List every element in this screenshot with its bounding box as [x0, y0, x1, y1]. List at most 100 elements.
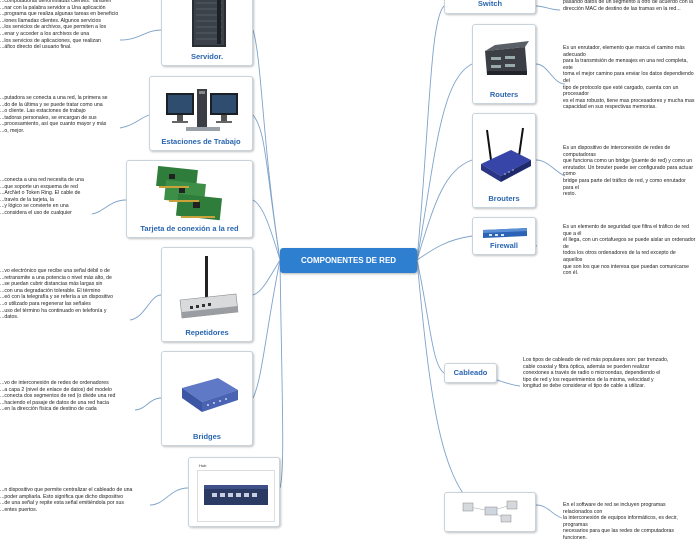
description-line: ...a capa 2 (nivel de enlace de datos) d…: [0, 386, 112, 393]
bridge-device-image: [176, 372, 242, 416]
branch-estaciones: [252, 114, 281, 261]
description-line: ...y lógico se convierte en una: [0, 203, 69, 210]
cableado-label: Cableado: [453, 368, 488, 377]
description-line: ...considera el uso de cualquier: [0, 209, 72, 216]
description-line: toma el mejor camino para enviar los dat…: [563, 71, 694, 84]
description-line: ...procesamiento, así que cuanto mayor y…: [0, 121, 107, 128]
description-line: él llega, con un cortafuegos se puede ai…: [563, 237, 696, 250]
switch-description: pasando datos de un segmento a otro de a…: [563, 0, 696, 12]
description-line: es el mas robusto, tiene mas procesadore…: [563, 97, 695, 104]
brouter-image: [477, 126, 533, 186]
branch-tarjeta: [252, 199, 281, 261]
description-line: ...enar y acceder a los archivos de una: [0, 30, 90, 37]
description-line: ...conecta a una red necesita de una: [0, 177, 84, 183]
description-line: ...datos.: [0, 314, 19, 321]
firewall-label: Firewall: [490, 241, 518, 250]
cableado-description: Los tipos de cableado de red más popular…: [523, 357, 696, 390]
description-line: pasando datos de un segmento a otro de a…: [563, 0, 694, 5]
brouters-label: Brouters: [488, 194, 520, 203]
servidor-card[interactable]: Servidor.: [161, 0, 253, 66]
branch-routers: [416, 63, 473, 261]
repetidores-label: Repetidores: [185, 328, 229, 337]
description-line: ...putadora se conecta a una red, la pri…: [0, 95, 108, 101]
brouters-card[interactable]: Brouters: [472, 113, 536, 208]
description-line: para la transmisión de mensajes en una r…: [563, 58, 688, 71]
hub-caption: Hub: [199, 463, 207, 468]
description-line: la interconexión de equipos informáticos…: [563, 515, 678, 528]
central-topic[interactable]: COMPONENTES DE RED: [280, 248, 417, 273]
repeater-image: [172, 254, 244, 324]
branch-bridges: [252, 259, 281, 399]
description-line: longitud se debe considerar el tipo de c…: [523, 383, 645, 390]
router-image: [481, 35, 529, 85]
branch-hub: [279, 259, 284, 489]
description-line: ...entes puertos.: [0, 506, 38, 513]
firewall-image: [481, 226, 529, 240]
workstation-image: [164, 87, 240, 133]
estaciones-card[interactable]: Estaciones de Trabajo: [149, 76, 253, 151]
connection-lines: [91, 5, 566, 519]
description-line: capacidad en sus respectivas memorias.: [563, 104, 657, 111]
description-line: que son los que nos interesa que puedan …: [563, 263, 690, 277]
servidor-description: ...computadoras denominadas clientes. Ta…: [0, 0, 140, 51]
description-line: ...o, mejor.: [0, 127, 25, 134]
bridges-card[interactable]: Bridges: [161, 351, 253, 446]
bridges-label: Bridges: [193, 432, 221, 441]
description-line: ...poder ampliarla. Esto significa que d…: [0, 493, 124, 500]
description-line: Es un enrutador, elemento que marca el c…: [563, 45, 685, 58]
description-line: ...conecta dos segmentos de red (o divid…: [0, 393, 116, 400]
firewall-card[interactable]: Firewall: [472, 217, 536, 255]
description-line: ...o utilizado para regenerar las señale…: [0, 300, 91, 307]
repetidores-card[interactable]: Repetidores: [161, 247, 253, 342]
server-rack-image: [184, 0, 234, 47]
estaciones-label: Estaciones de Trabajo: [161, 137, 241, 146]
description-line: ...con una degradación tolerable. El tér…: [0, 287, 101, 294]
hub-image: [197, 470, 275, 522]
description-line: todos los otros ordenadores de la red ex…: [563, 250, 676, 263]
software-description: En el software de red se incluyen progra…: [563, 502, 696, 542]
firewall-description: Es un elemento de seguridad que filtra e…: [563, 224, 696, 277]
tarjeta-card[interactable]: Tarjeta de conexión a la red: [126, 160, 253, 238]
description-line: ...los servicios de archivos, que permit…: [0, 24, 107, 31]
description-line: ...uso del término ha continuado en tele…: [0, 307, 107, 314]
description-line: enrutador. Un brouter puede ser configur…: [563, 164, 694, 178]
routers-label: Routers: [489, 90, 519, 99]
description-line: ...haciendo el pasaje de datos de una re…: [0, 399, 110, 406]
description-line: Es un elemento de seguridad que filtra e…: [563, 224, 690, 237]
tarjeta-description: ...conecta a una red necesita de una...q…: [0, 177, 98, 217]
description-line: ...eó con la telegrafía y se refería a u…: [0, 294, 114, 301]
description-line: tipo de red y los requerimientos de la m…: [523, 376, 654, 383]
description-line: ...iones llamadas clientes. Algunos serv…: [0, 17, 101, 24]
description-line: ...áfico directo del usuario final.: [0, 44, 72, 51]
tarjeta-label: Tarjeta de conexión a la red: [140, 224, 239, 233]
description-line: ...en la dirección física de destino de …: [0, 406, 97, 413]
cableado-card[interactable]: Cableado: [444, 363, 497, 383]
description-line: ...o cliente. Las estaciones de trabajo: [0, 108, 86, 115]
description-line: necesarios para que las redes de computa…: [563, 528, 675, 541]
description-line: ...retransmite a una potencia o nivel má…: [0, 274, 112, 281]
description-line: ...que soporte un esquema de red: [0, 183, 78, 190]
repetidores-description: ...vo electrónico que recibe una señal d…: [0, 268, 140, 321]
branch-servidor: [252, 29, 281, 261]
switch-card[interactable]: Switch: [444, 0, 536, 14]
routers-card[interactable]: Routers: [472, 24, 536, 104]
switch-label: Switch: [477, 0, 503, 8]
hub-description: ...n dispositivo que permite centralizar…: [0, 487, 160, 513]
description-line: ...través de la tarjeta, la: [0, 196, 54, 203]
description-line: bridge para parte del tráfico de red, y …: [563, 177, 686, 191]
description-line: ...do de la última y se puede tratar com…: [0, 101, 103, 108]
description-line: ...los servicios de aplicaciones, que re…: [0, 37, 101, 44]
branch-repetidores: [252, 259, 281, 296]
description-line: Los tipos de cableado de red más popular…: [523, 357, 669, 363]
branch-cableado: [416, 259, 445, 374]
description-line: que funciona como un bridge (puente de r…: [563, 158, 693, 165]
software-card[interactable]: [444, 492, 536, 532]
description-line: ...tadoras personales, se encargan de su…: [0, 114, 97, 121]
network-software-image: [455, 497, 527, 523]
branch-brouters: [416, 159, 473, 261]
brouters-description: Es un dispositivo de interconexión de re…: [563, 145, 696, 198]
description-line: ...se puedan cubrir distancias más larga…: [0, 281, 103, 288]
servidor-label: Servidor.: [190, 52, 224, 61]
hub-card[interactable]: Hub: [188, 457, 280, 527]
description-line: ...de una señal y repite esta señal emit…: [0, 500, 124, 507]
